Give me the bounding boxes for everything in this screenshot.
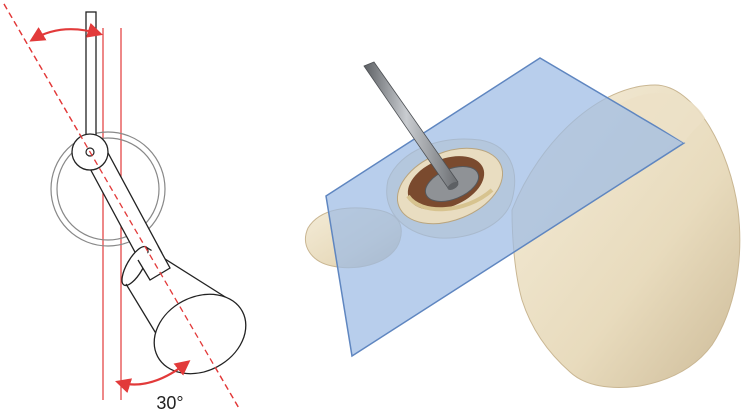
instrument-schematic xyxy=(4,4,260,410)
cylinder xyxy=(117,243,260,389)
angle-label: 30° xyxy=(150,392,190,414)
dashed-axis-overlay xyxy=(4,4,240,410)
bone-illustration xyxy=(305,58,739,387)
